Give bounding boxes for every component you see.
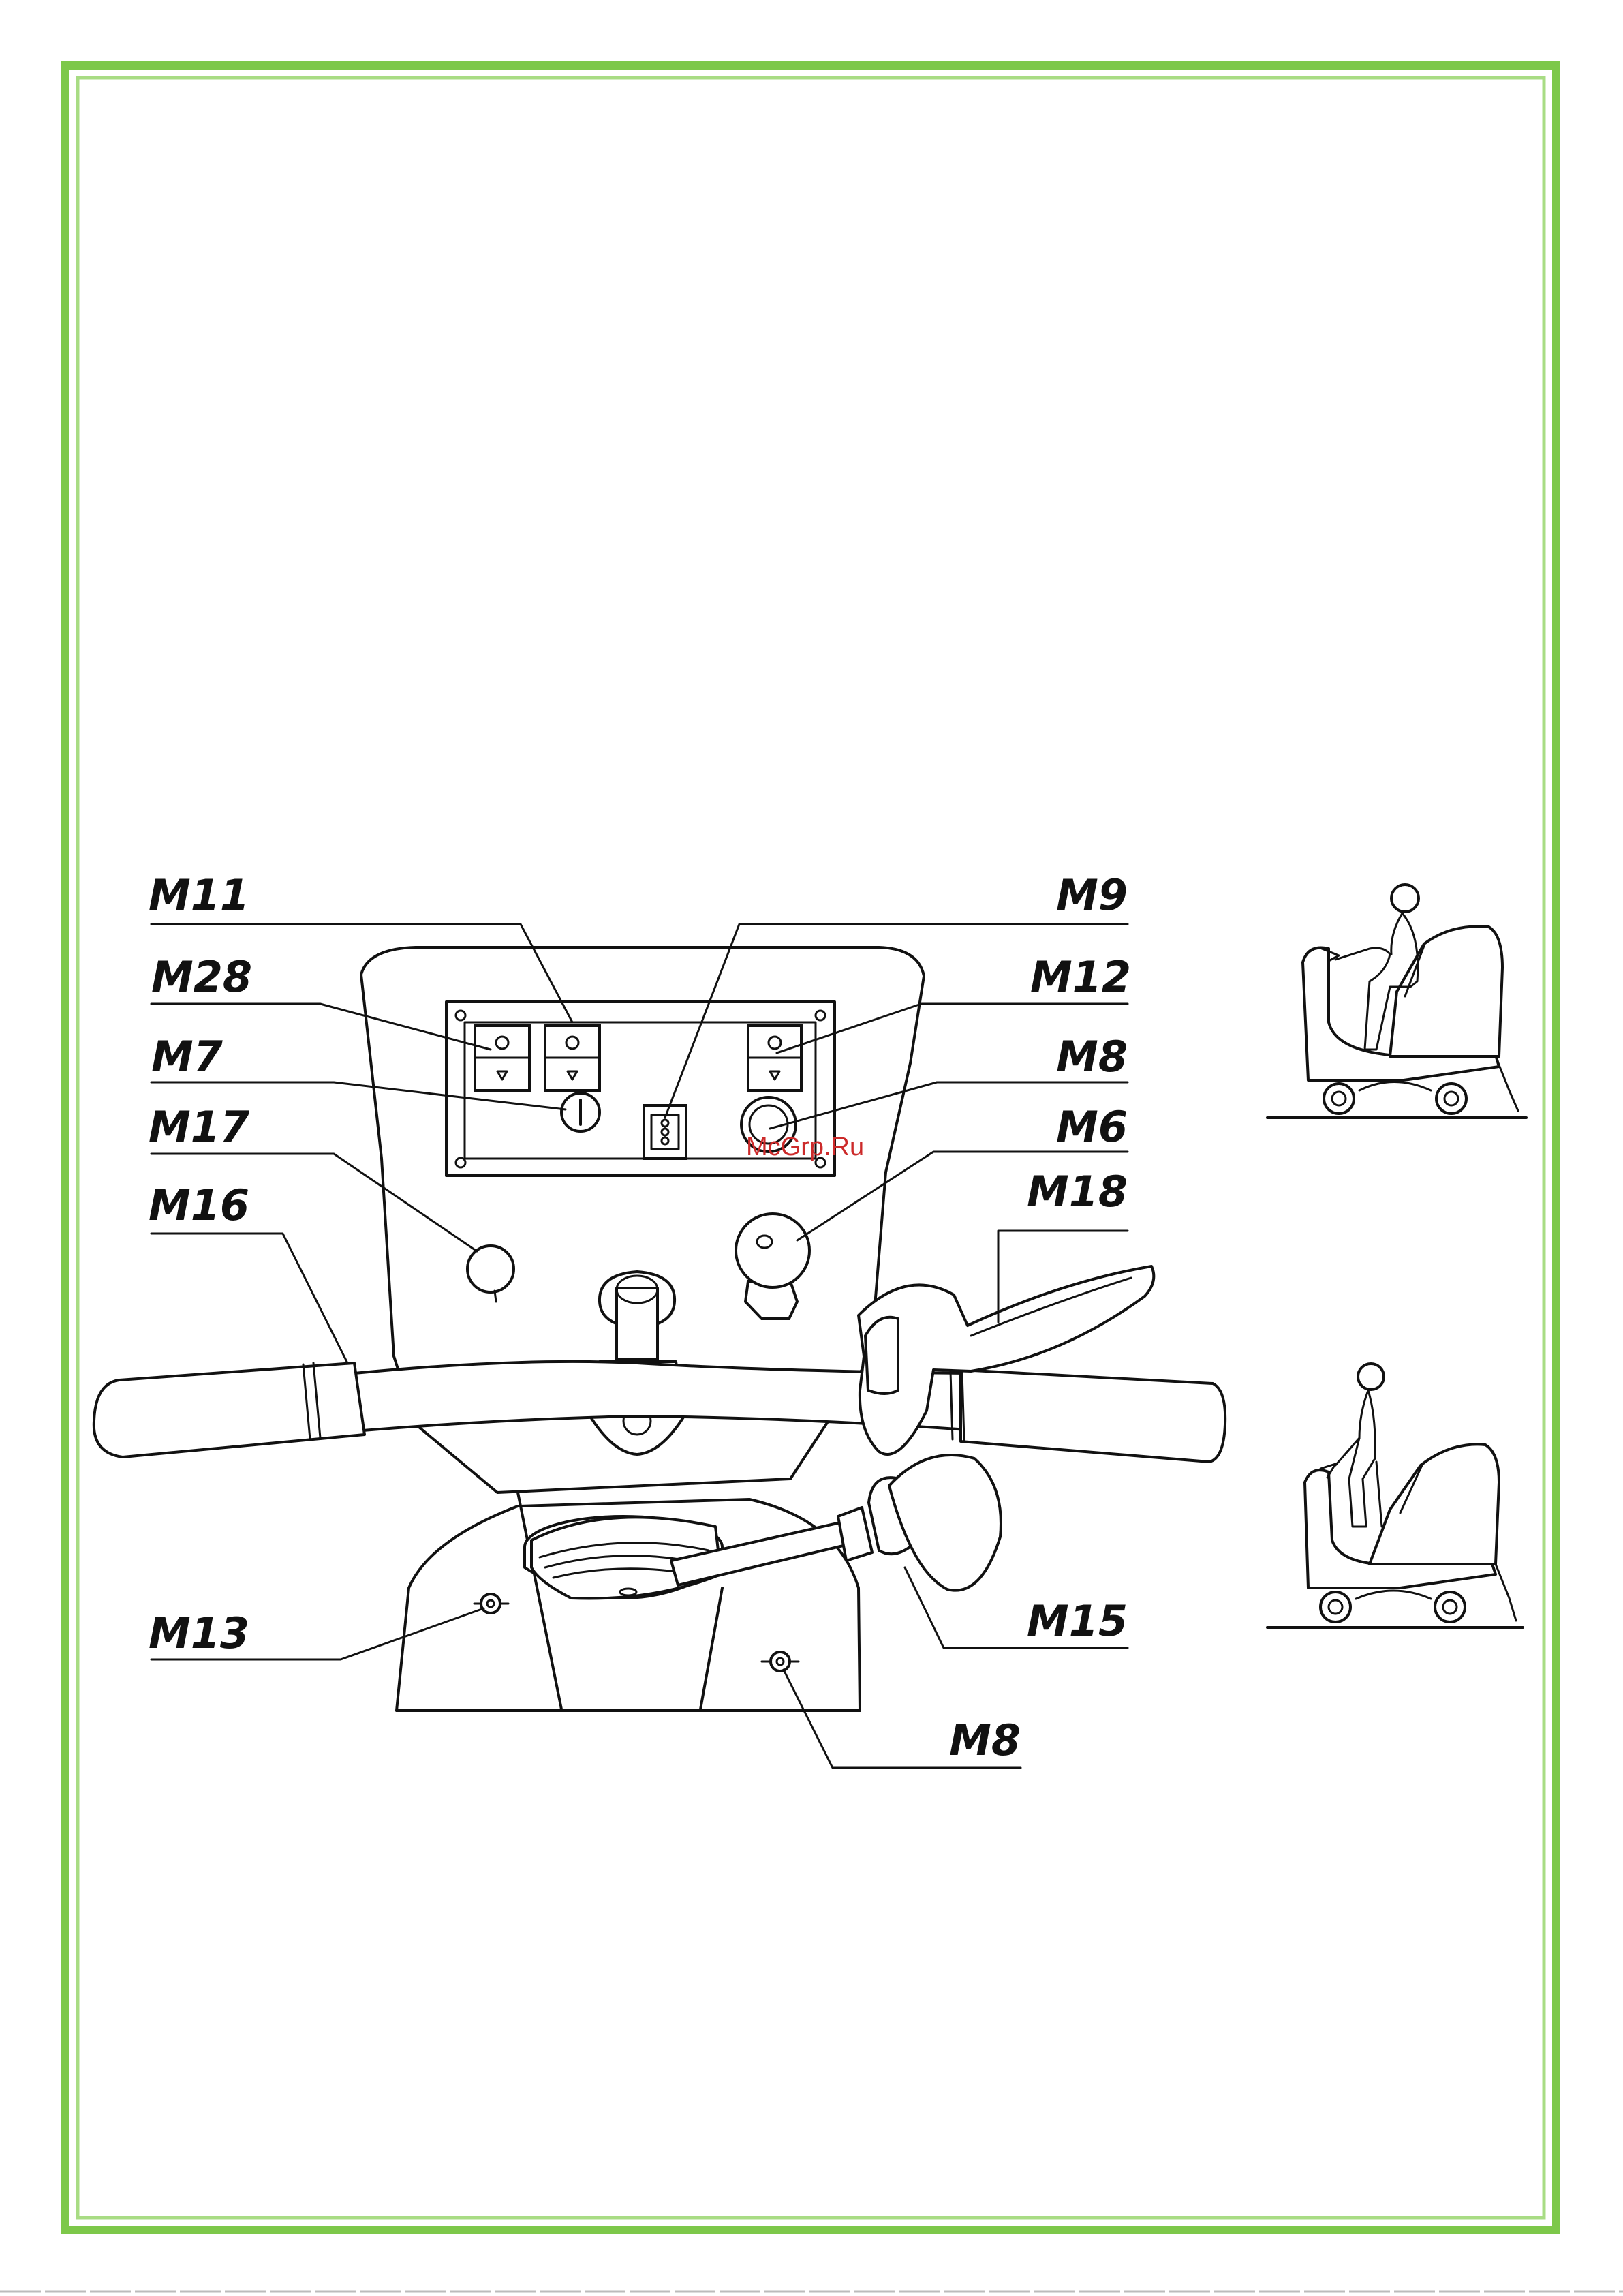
lower-console-seam-right (700, 1588, 722, 1709)
label-m7: M7 (151, 1032, 223, 1082)
label-m9: M9 (1056, 870, 1128, 920)
label-m15: M15 (1027, 1596, 1128, 1646)
label-m12: M12 (1030, 952, 1131, 1002)
rocker-switch-m28[interactable] (475, 1026, 529, 1090)
leader-m16 (151, 1234, 347, 1363)
operator-seated-icon (1267, 885, 1526, 1118)
label-m17: M17 (149, 1102, 250, 1152)
handlebar-grip-right[interactable] (961, 1370, 1225, 1462)
indicator-m9 (644, 1105, 686, 1159)
label-m28: M28 (151, 952, 252, 1002)
operator-standing-icon (1267, 1364, 1523, 1627)
handlebar-grip-left[interactable] (94, 1363, 365, 1457)
fastener-m8[interactable] (762, 1652, 799, 1671)
label-m16: M16 (149, 1180, 249, 1230)
label-m8-bottom: M8 (949, 1715, 1021, 1765)
watermark: McGrp.Ru (746, 1133, 864, 1161)
label-m8-top: M8 (1056, 1032, 1128, 1082)
key-switch-m7[interactable] (561, 1093, 600, 1131)
rocker-switch-m12[interactable] (748, 1026, 801, 1090)
label-m11: M11 (149, 870, 249, 920)
label-m13: M13 (149, 1608, 249, 1658)
label-m6: M6 (1056, 1102, 1128, 1152)
label-m18: M18 (1027, 1167, 1128, 1216)
rocker-switch-m11[interactable] (545, 1026, 600, 1090)
